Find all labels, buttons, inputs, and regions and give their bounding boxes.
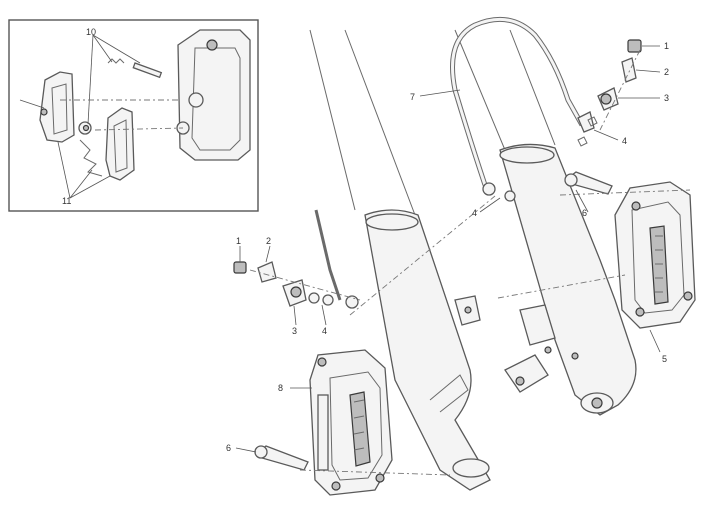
callout-1-top: 1 [664,41,669,51]
callout-2-left: 2 [266,236,271,246]
callout-3-top: 3 [664,93,669,103]
callout-labels: 1 2 3 4 7 6 5 4 1 2 3 4 8 6 10 11 [62,27,669,453]
callout-2-top: 2 [664,67,669,77]
caliper-left-pad [349,391,371,467]
fork-left-slider [364,209,491,491]
caliper-right [497,171,696,329]
caliper-right-pad [649,225,669,305]
fork-left-stanchion [309,29,416,216]
callout-11: 11 [62,196,71,206]
callout-4-left: 4 [322,326,327,336]
caliper-left [254,349,451,496]
callout-1-left: 1 [236,236,241,246]
inset-pad-pin [132,62,163,79]
callout-6-left: 6 [226,443,231,453]
bleed-cap-left [233,261,247,274]
callout-leaders [235,45,661,453]
fork-right-slider [499,143,637,416]
callout-7: 7 [410,92,415,102]
brake-hose [450,16,595,202]
callout-6-right: 6 [582,208,587,218]
bleed-screw-top [621,57,637,83]
bleed-cap-top [627,39,642,53]
front-fork [309,29,637,491]
bleed-valve-left-group [233,195,496,316]
hose-banjo-lower [482,182,496,196]
sealing-washers-top [577,116,598,147]
hose-banjo-upper [577,111,595,133]
sealing-washer-left-a [308,292,320,304]
sealing-washer-left-c [345,295,359,309]
callout-4-top: 4 [622,136,627,146]
inset-detail [8,19,259,212]
bleed-screw-left [257,261,277,283]
fork-right-stanchion [454,29,556,151]
callout-5: 5 [662,354,667,364]
sealing-washer-left-b [322,294,334,306]
caliper-left-brand-plate [317,394,329,471]
inset-brake-pad-right [105,107,135,181]
callout-10: 10 [86,27,96,37]
inset-caliper-body [177,29,251,161]
fork-right-caliper-mount [519,304,556,346]
inset-brake-pad-left [39,71,75,143]
callout-4-mid: 4 [472,208,477,218]
callout-8: 8 [278,383,283,393]
bleed-valve-top-group [577,39,642,147]
hose-washer [504,190,516,202]
callout-3-left: 3 [292,326,297,336]
